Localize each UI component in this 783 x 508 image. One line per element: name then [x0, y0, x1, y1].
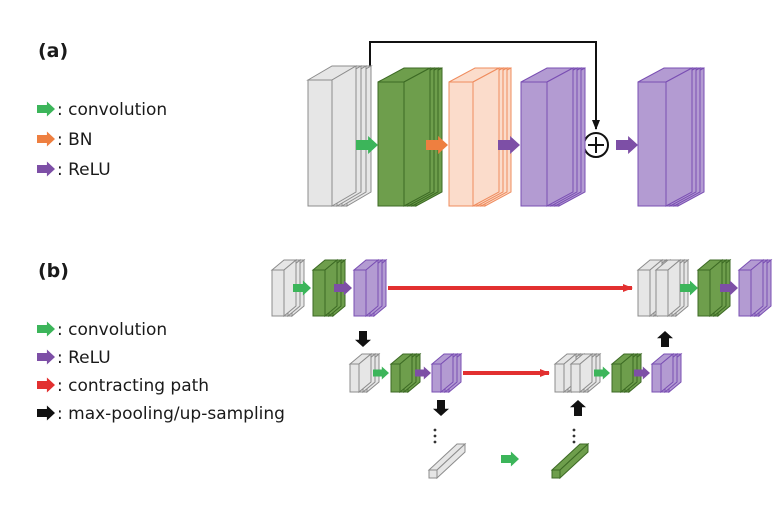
feature-block-relu	[352, 258, 388, 318]
feature-map-blocks	[270, 65, 773, 480]
legend-a-bn: : BN	[57, 130, 93, 150]
legend-b-max-pooling-up-sampling: : max-pooling/up-sampling	[57, 404, 285, 424]
panel-a-label: (a)	[38, 40, 68, 62]
feature-block-conv	[377, 67, 443, 207]
feature-block-relu	[430, 352, 463, 394]
operation-arrows	[293, 136, 738, 467]
legend-a-relu: : ReLU	[57, 160, 111, 180]
legend-a-arrow-icon	[37, 101, 55, 117]
legend-a-convolution: : convolution	[57, 100, 167, 120]
relu-arrow	[415, 366, 431, 380]
max-pooling-arrow	[433, 400, 449, 416]
feature-block-upsampled	[569, 352, 602, 394]
legend-a-arrow-icon	[37, 131, 55, 147]
feature-block-output	[637, 67, 705, 207]
panel-b-label: (b)	[38, 260, 69, 282]
convolution-arrow	[373, 366, 389, 380]
feature-block-bottleneck-conv	[550, 442, 590, 480]
sum-plus-sign	[588, 137, 604, 153]
legend-a: : convolution : BN : ReLU	[37, 100, 167, 180]
feature-block-input	[306, 65, 373, 207]
feature-block-bottleneck-input	[427, 442, 467, 480]
legend-b-convolution: : convolution	[57, 320, 167, 340]
feature-block-upsampled	[654, 258, 690, 318]
feature-block-relu	[520, 67, 586, 207]
relu-arrow	[634, 366, 650, 380]
legend-a-arrow-icon	[37, 161, 55, 177]
convolution-arrow	[594, 366, 610, 380]
feature-block-relu	[737, 258, 773, 318]
legend-b-arrow-icon	[37, 377, 55, 393]
up-sampling-arrow	[657, 331, 673, 347]
legend-b-arrow-icon	[37, 349, 55, 365]
relu-arrow	[498, 136, 520, 154]
feature-block-bn	[448, 67, 512, 207]
relu-arrow	[720, 280, 738, 296]
legend-b-arrow-icon	[37, 405, 55, 421]
max-pooling-arrow	[355, 331, 371, 347]
relu-arrow	[334, 280, 352, 296]
vertical-ellipsis-icon	[572, 428, 576, 444]
legend-b-arrow-icon	[37, 321, 55, 337]
feature-block-input	[270, 258, 306, 318]
relu-arrow	[616, 136, 638, 154]
feature-block-relu	[650, 352, 683, 394]
legend-b: : convolution : ReLU : contracting path …	[37, 320, 285, 424]
feature-block-conv	[610, 352, 643, 394]
convolution-arrow	[356, 136, 378, 154]
convolution-arrow	[680, 280, 698, 296]
legend-b-relu: : ReLU	[57, 348, 111, 368]
feature-block-conv	[389, 352, 422, 394]
convolution-arrow	[293, 280, 311, 296]
bn-arrow	[426, 136, 448, 154]
vertical-ellipsis-icon	[433, 428, 437, 444]
up-sampling-arrow	[570, 400, 586, 416]
convolution-arrow	[501, 451, 519, 467]
legend-b-contracting-path: : contracting path	[57, 376, 209, 396]
